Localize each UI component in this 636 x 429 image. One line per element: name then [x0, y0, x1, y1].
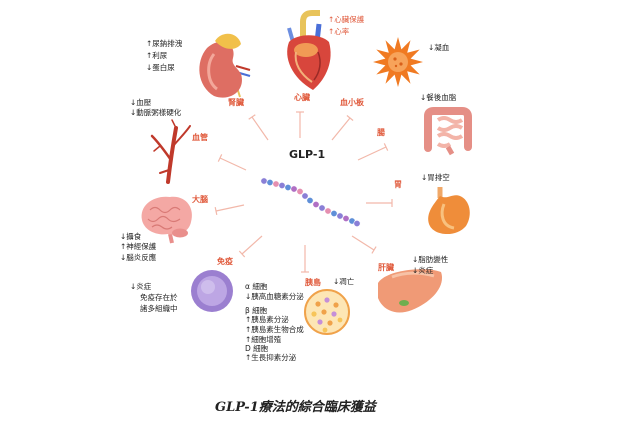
- peptide-bead: [290, 185, 298, 193]
- delta-cell-heading: D 細胞: [245, 344, 269, 353]
- liver-effect: ↓脂肪變性: [412, 255, 449, 264]
- brain-effect: ↓攝食: [120, 232, 142, 241]
- peptide-bead: [330, 210, 338, 218]
- immune-note: 諸多組織中: [140, 304, 178, 313]
- platelets-label: 血小板: [340, 98, 364, 107]
- connector-cap: [346, 115, 354, 121]
- connector-line: [331, 117, 351, 141]
- islets-effect: ↓凋亡: [333, 277, 355, 286]
- figure-caption: GLP-1療法的綜合臨床獲益: [215, 400, 376, 415]
- brain-effect: ↓腦炎反應: [120, 253, 157, 262]
- blood-vessels-label: 血管: [192, 133, 208, 142]
- connector-to-immune: [238, 235, 263, 258]
- peptide-bead: [318, 204, 326, 212]
- connector-cap: [248, 114, 256, 120]
- connector-to-brain: [214, 204, 245, 216]
- connector-to-blood-vessels: [217, 154, 247, 171]
- connector-cap: [383, 143, 389, 151]
- islet-icon: [304, 289, 350, 335]
- delta-cell-effect: ↑生長抑素分泌: [245, 353, 297, 362]
- connector-to-intestine: [357, 143, 389, 161]
- peptide-bead: [324, 207, 332, 215]
- liver-effect: ↓炎症: [412, 266, 434, 275]
- connector-line: [241, 235, 263, 255]
- heart-effect: ↑心臟保護: [328, 15, 365, 24]
- stomach-effect: ↓胃排空: [421, 173, 450, 182]
- immune-note: 免疫存在於: [140, 293, 178, 302]
- kidney-effect: ↑尿鈉排洩: [146, 39, 183, 48]
- connector-to-liver: [351, 235, 377, 254]
- connector-line: [251, 116, 269, 141]
- kidney-effect: ↑利尿: [146, 51, 168, 60]
- connector-cap: [217, 154, 223, 162]
- platelets-effect: ↓凝血: [428, 43, 450, 52]
- glp1-peptide-chain-icon: [260, 177, 361, 228]
- connectors: [214, 111, 393, 273]
- alpha-cell-effect: ↓胰高血糖素分泌: [245, 292, 304, 301]
- heart-label: 心臟: [294, 93, 310, 102]
- intestine-label: 腸: [377, 128, 385, 137]
- connector-cap: [214, 206, 218, 216]
- liver-label: 肝臟: [378, 263, 394, 272]
- peptide-bead: [266, 179, 274, 187]
- immune-effect: ↓炎症: [130, 282, 152, 291]
- connector-cap: [371, 246, 377, 254]
- connector-to-islets: [301, 245, 309, 273]
- brain-icon: [141, 196, 192, 244]
- connector-line: [357, 146, 387, 161]
- heart-effect: ↑心率: [328, 27, 350, 36]
- intestine-icon: [424, 107, 472, 156]
- kidney-effect: ↓蛋白尿: [146, 63, 175, 72]
- peptide-bead: [312, 201, 320, 209]
- blood-vessels-effect: ↓動脈粥樣硬化: [130, 108, 182, 117]
- brain-effect: ↑神經保護: [120, 242, 157, 251]
- beta-cell-effect: ↑胰島素生物合成: [245, 325, 304, 334]
- peptide-bead: [272, 180, 280, 188]
- stomach-label: 胃: [394, 180, 402, 189]
- peptide-bead: [278, 182, 286, 190]
- stomach-icon: [428, 187, 470, 235]
- connector-to-platelets: [331, 115, 354, 141]
- peptide-bead: [284, 184, 292, 192]
- peptide-bead: [301, 192, 309, 200]
- peptide-bead: [353, 220, 361, 228]
- peptide-bead: [296, 188, 304, 196]
- beta-cell-heading: β 細胞: [245, 306, 268, 315]
- beta-cell-effect: ↑胰島素分泌: [245, 315, 289, 324]
- alpha-cell-heading: α 細胞: [245, 282, 268, 291]
- center-label: GLP-1: [289, 148, 326, 161]
- connector-to-stomach: [366, 199, 393, 207]
- connector-to-kidney: [248, 114, 269, 141]
- brain-label: 大腦: [192, 195, 208, 204]
- connector-line: [351, 235, 375, 251]
- peptide-bead: [342, 215, 350, 223]
- connector-line: [219, 157, 247, 171]
- kidney-label: 腎臟: [228, 98, 244, 107]
- immune-cell-icon: [191, 270, 233, 312]
- liver-icon: [378, 269, 443, 313]
- peptide-bead: [306, 197, 314, 205]
- peptide-bead: [260, 177, 268, 185]
- connector-cap: [238, 250, 246, 258]
- intestine-effect: ↓餐後血脂: [420, 93, 457, 102]
- blood-vessels-effect: ↓血壓: [130, 98, 152, 107]
- kidney-icon: [199, 33, 251, 98]
- heart-icon: [287, 10, 331, 90]
- peptide-bead: [336, 212, 344, 220]
- islets-label: 胰島: [305, 278, 321, 287]
- blood-vessel-icon: [150, 119, 191, 184]
- connector-line: [215, 204, 245, 212]
- connector-to-heart: [296, 111, 304, 138]
- beta-cell-effect: ↑細胞增殖: [245, 335, 282, 344]
- immune-label: 免疫: [217, 257, 233, 266]
- platelet-icon: [373, 37, 423, 87]
